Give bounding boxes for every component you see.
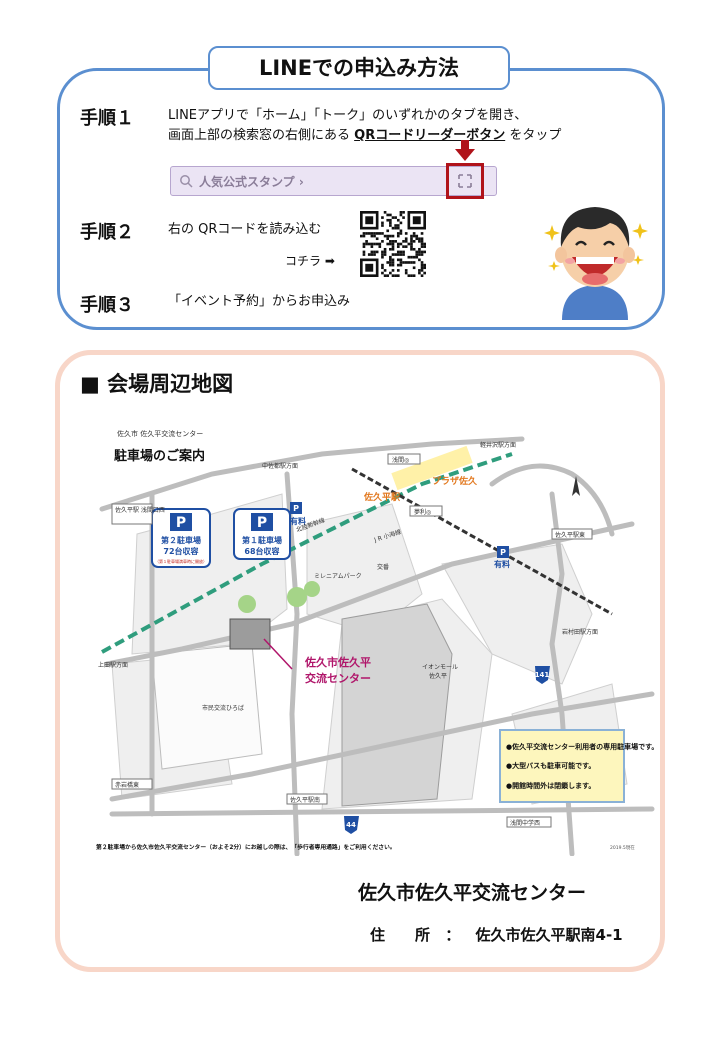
parking1-capacity: 68台収容 <box>244 546 279 556</box>
step3-text: 「イベント予約」からお申込み <box>168 294 351 309</box>
qr-reader-button[interactable] <box>446 163 484 199</box>
parking2-capacity: 72台収容 <box>163 546 198 556</box>
line-instructions-panel <box>57 68 665 330</box>
address-separator: ： <box>445 926 461 944</box>
step1-line2-suffix: をタップ <box>505 128 562 143</box>
station-label: 佐久平駅 <box>363 491 401 503</box>
venue-name: 佐久市佐久平交流センター <box>358 882 587 904</box>
address-value: 佐久市佐久平駅南4-1 <box>475 926 623 944</box>
millennium-park-label: ミレニアムパーク <box>314 573 362 580</box>
map-title: 駐車場のご案内 <box>114 448 205 464</box>
hiroba-label: 市民交流ひろば <box>202 704 244 712</box>
step1-line2-prefix: 画面上部の検索窓の右側にある <box>168 128 355 143</box>
qr-reader-button-label: QRコードリーダーボタン <box>354 128 506 143</box>
sakudaira-east: 佐久平駅東 <box>555 531 585 539</box>
step1-text: LINEアプリで「ホーム」「トーク」のいずれかのタブを開き、 画面上部の検索窓の… <box>168 106 561 146</box>
step1-line1: LINEアプリで「ホーム」「トーク」のいずれかのタブを開き、 <box>168 108 528 123</box>
dir-iwamurada: 岩村田駅方面 <box>562 628 598 636</box>
svg-text:P: P <box>257 515 267 531</box>
parking1-name: 第１駐車場 <box>242 535 282 545</box>
qr-code[interactable] <box>360 211 426 277</box>
svg-text:P: P <box>293 504 299 513</box>
venue-label-1: 佐久市佐久平 <box>304 655 371 669</box>
signal-asama: 浅間◎ <box>392 456 409 464</box>
search-icon <box>180 175 193 188</box>
sakudaira-south: 佐久平駅南 <box>290 796 320 804</box>
down-arrow-icon <box>455 140 475 161</box>
paid-label-2: 有料 <box>494 559 510 569</box>
koban-label: 交番 <box>377 563 389 571</box>
line-search-bar[interactable]: 人気公式スタンプ › <box>170 166 497 196</box>
map-footnote: 第２駐車場から佐久市佐久平交流センター（およそ2分）にお越しの際は、「歩行者専用… <box>96 843 396 851</box>
parking2-name: 第２駐車場 <box>161 535 201 545</box>
paid-label-1: 有料 <box>290 516 306 526</box>
svg-text:P: P <box>500 548 506 557</box>
step1-label: 手順１ <box>80 108 134 129</box>
parking-1-sign: P 第１駐車場 68台収容 <box>233 508 291 560</box>
akaiwa-label: 赤岩橋東 <box>115 781 139 789</box>
svg-text:P: P <box>176 515 186 531</box>
step3-label: 手順３ <box>80 295 134 316</box>
kochira-pointer: コチラ ➡ <box>285 254 335 268</box>
line-section-title: LINEでの申込み方法 <box>208 46 510 90</box>
parking-2-sign: P 第２駐車場 72台収容 （第１駐車場満車時に開放） <box>151 508 211 568</box>
info-1: ●佐久平交流センター利用者の専用駐車場です。 <box>506 742 658 751</box>
plaza-label: プラザ佐久 <box>432 475 478 487</box>
dir-ueda: 上田駅方面 <box>98 661 128 669</box>
step1-line2: 画面上部の検索窓の右側にある QRコードリーダーボタン をタップ <box>168 126 561 146</box>
venue-address: 住 所 ： 佐久市佐久平駅南4-1 <box>370 924 623 945</box>
aeon-label-1: イオンモール <box>422 664 458 671</box>
map-heading: ■ 会場周辺地図 <box>80 372 234 396</box>
asama-west: 佐久平駅 浅間口西 <box>115 506 165 514</box>
search-placeholder: 人気公式スタンプ › <box>199 175 304 189</box>
address-label: 住 所 <box>370 926 431 944</box>
map-date: 2019.5現在 <box>610 844 635 851</box>
step2-label: 手順２ <box>80 222 134 243</box>
asama-jhs-label: 浅間中学西 <box>510 819 540 827</box>
venue-area-map: P 第２駐車場 72台収容 （第１駐車場満車時に開放） P 第１駐車場 68台収… <box>92 414 658 856</box>
route-44: 44 <box>346 821 356 829</box>
info-2: ●大型バスも駐車可能です。 <box>506 761 595 770</box>
venue-label-2: 交流センター <box>305 671 371 685</box>
dir-karuizawa: 軽井沢駅方面 <box>480 441 516 449</box>
signal-yumeri: 夢利◎ <box>414 508 431 516</box>
step2-text: 右の QRコードを読み込む <box>168 222 322 237</box>
map-org-line: 佐久市 佐久平交流センター <box>117 429 203 438</box>
qr-scan-icon <box>458 174 472 188</box>
parking2-note: （第１駐車場満車時に開放） <box>155 558 207 564</box>
dir-nakasato: 中佐都駅方面 <box>262 462 298 470</box>
aeon-label-2: 佐久平 <box>429 672 447 680</box>
route-141: 141 <box>535 671 550 679</box>
happy-boy-illustration <box>544 207 648 320</box>
info-3: ●開館時間外は閉鎖します。 <box>506 781 595 790</box>
